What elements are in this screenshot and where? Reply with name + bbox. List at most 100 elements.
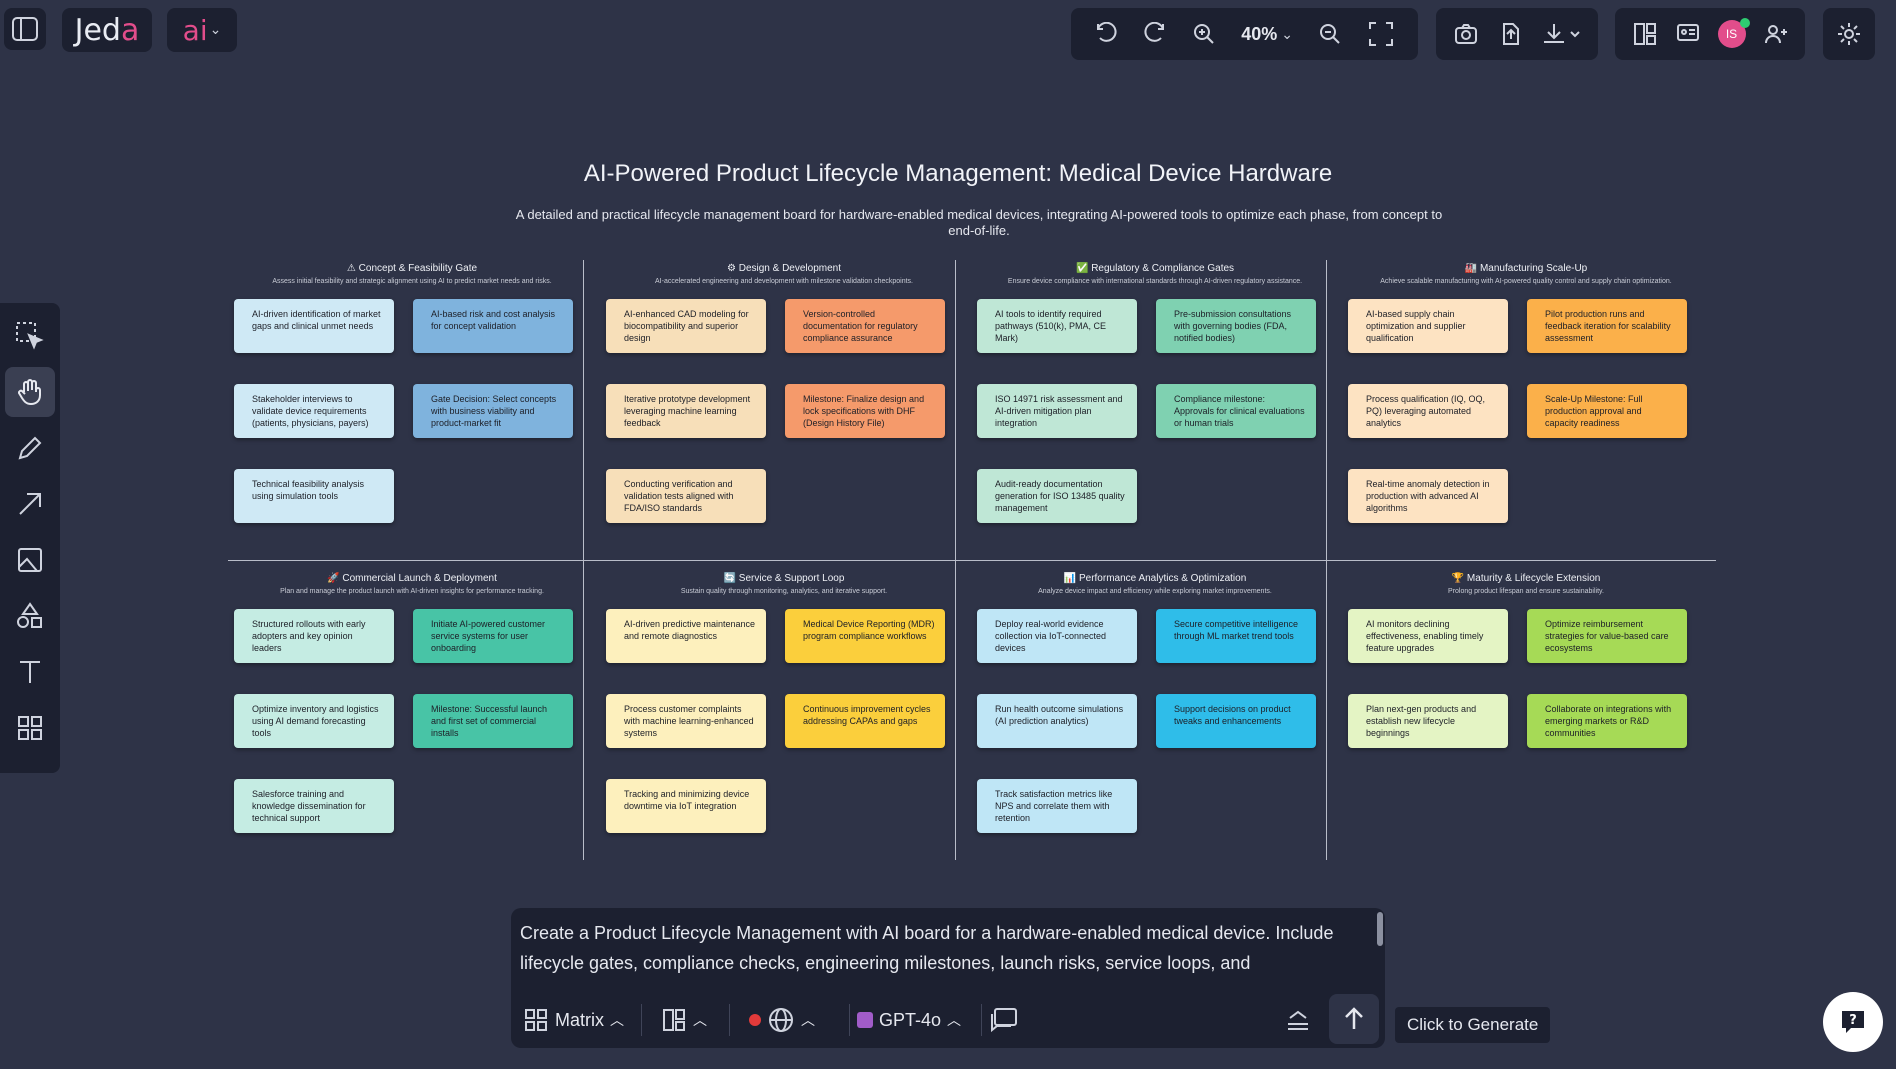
matrix-icon [525,1009,547,1031]
zoom-level-dropdown[interactable]: 40%⌄ [1241,24,1293,45]
panel-layout-selector[interactable]: ︿ [661,1000,707,1040]
sticky-note[interactable]: Medical Device Reporting (MDR) program c… [785,609,945,663]
sidebar-toggle-button[interactable] [4,8,46,50]
sticky-note[interactable]: Deploy real-world evidence collection vi… [977,609,1137,663]
help-button[interactable]: ? [1823,992,1883,1052]
section-icon: ⚠ [346,263,356,274]
sticky-note[interactable]: Pilot production runs and feedback itera… [1527,299,1687,353]
pen-icon [18,436,42,460]
board-subtitle[interactable]: A detailed and practical lifecycle manag… [515,207,1443,238]
layout-panels-icon[interactable] [1632,21,1658,47]
sticky-note[interactable]: Collaborate on integrations with emergin… [1527,694,1687,748]
sticky-note[interactable]: Audit-ready documentation generation for… [977,469,1137,523]
sticky-note[interactable]: AI monitors declining effectiveness, ena… [1348,609,1508,663]
sticky-note[interactable]: Technical feasibility analysis using sim… [234,469,394,523]
layout-selector[interactable]: Matrix ︿ [523,1000,624,1040]
sticky-note[interactable]: Run health outcome simulations (AI predi… [977,694,1137,748]
toolbar-separator [981,1004,982,1036]
sticky-note[interactable]: Gate Decision: Select concepts with busi… [413,384,573,438]
ai-menu-button[interactable]: ai⌄ [167,8,237,52]
sticky-note[interactable]: Salesforce training and knowledge dissem… [234,779,394,833]
download-icon[interactable] [1541,21,1581,47]
sticky-note[interactable]: Iterative prototype development leveragi… [606,384,766,438]
section-title: ✅ Regulatory & Compliance Gates [970,263,1340,274]
help-icon: ? [1842,1011,1864,1033]
sticky-note[interactable]: Track satisfaction metrics like NPS and … [977,779,1137,833]
prompt-scrollbar[interactable] [1377,912,1383,946]
sticky-note[interactable]: Optimize inventory and logistics using A… [234,694,394,748]
sticky-note[interactable]: Pre-submission consultations with govern… [1156,299,1316,353]
sticky-note[interactable]: Milestone: Finalize design and lock spec… [785,384,945,438]
row-divider [228,560,1716,561]
sticky-note[interactable]: Process customer complaints with machine… [606,694,766,748]
sticky-note[interactable]: Support decisions on product tweaks and … [1156,694,1316,748]
drawing-toolbar [0,303,60,773]
zoom-out-icon[interactable] [1318,22,1342,46]
model-selector[interactable]: GPT-4o ︿ [857,1000,961,1040]
sticky-note[interactable]: Structured rollouts with early adopters … [234,609,394,663]
redo-icon[interactable] [1143,22,1167,46]
chat-history-button[interactable] [989,1000,1019,1040]
undo-icon[interactable] [1094,22,1118,46]
sticky-note[interactable]: Real-time anomaly detection in productio… [1348,469,1508,523]
zoom-in-icon[interactable] [1192,22,1216,46]
add-user-icon[interactable] [1763,21,1789,47]
image-tool[interactable] [5,535,55,585]
sticky-note[interactable]: Compliance milestone: Approvals for clin… [1156,384,1316,438]
sticky-note[interactable]: AI tools to identify required pathways (… [977,299,1137,353]
sticky-note[interactable]: AI-based risk and cost analysis for conc… [413,299,573,353]
templates-tool[interactable] [5,703,55,753]
select-tool[interactable] [5,311,55,361]
sticky-note[interactable]: Conducting verification and validation t… [606,469,766,523]
logo-accent: a [120,12,140,48]
expand-prompt-button[interactable] [1285,1000,1311,1040]
text-tool[interactable] [5,647,55,697]
sticky-note[interactable]: Version-controlled documentation for reg… [785,299,945,353]
sticky-note[interactable]: AI-driven predictive maintenance and rem… [606,609,766,663]
hand-tool[interactable] [5,367,55,417]
generate-button[interactable] [1329,994,1379,1044]
user-avatar[interactable]: IS [1717,18,1750,48]
sticky-note[interactable]: AI-based supply chain optimization and s… [1348,299,1508,353]
sticky-note[interactable]: Scale-Up Milestone: Full production appr… [1527,384,1687,438]
shapes-tool[interactable] [5,591,55,641]
sticky-note[interactable]: Milestone: Successful launch and first s… [413,694,573,748]
sticky-note[interactable]: Secure competitive intelligence through … [1156,609,1316,663]
pen-tool[interactable] [5,423,55,473]
sticky-note[interactable]: AI-driven identification of market gaps … [234,299,394,353]
sticky-note[interactable]: Process qualification (IQ, OQ, PQ) lever… [1348,384,1508,438]
upload-icon[interactable] [1497,21,1523,47]
ai-label: ai [182,13,208,47]
presentation-icon[interactable] [1675,21,1701,47]
prompt-input[interactable]: Create a Product Lifecycle Management wi… [520,923,1334,973]
sticky-note[interactable]: Plan next-gen products and establish new… [1348,694,1508,748]
board-title[interactable]: AI-Powered Product Lifecycle Management:… [583,160,1333,187]
sticky-note[interactable]: Tracking and minimizing device downtime … [606,779,766,833]
sticky-note[interactable]: Initiate AI-powered customer service sys… [413,609,573,663]
section-title: 🔄 Service & Support Loop [599,573,969,584]
sticky-note[interactable]: Stakeholder interviews to validate devic… [234,384,394,438]
sticky-note[interactable]: AI-enhanced CAD modeling for biocompatib… [606,299,766,353]
web-search-toggle[interactable]: ︿ [749,1000,815,1040]
sticky-note[interactable]: Optimize reimbursement strategies for va… [1527,609,1687,663]
sticky-note[interactable]: ISO 14971 risk assessment and AI-driven … [977,384,1137,438]
export-toolbar [1436,8,1598,60]
camera-icon[interactable] [1453,21,1479,47]
fit-screen-icon[interactable] [1367,20,1395,48]
arrow-tool[interactable] [5,479,55,529]
chevron-up-icon: ︿ [610,1012,624,1028]
section-title-text: Service & Support Loop [738,573,845,584]
section-description: Prolong product lifespan and ensure sust… [1448,588,1604,595]
section-title: 🏆 Maturity & Lifecycle Extension [1341,573,1711,584]
sticky-note[interactable]: Continuous improvement cycles addressing… [785,694,945,748]
settings-button[interactable] [1823,8,1875,60]
